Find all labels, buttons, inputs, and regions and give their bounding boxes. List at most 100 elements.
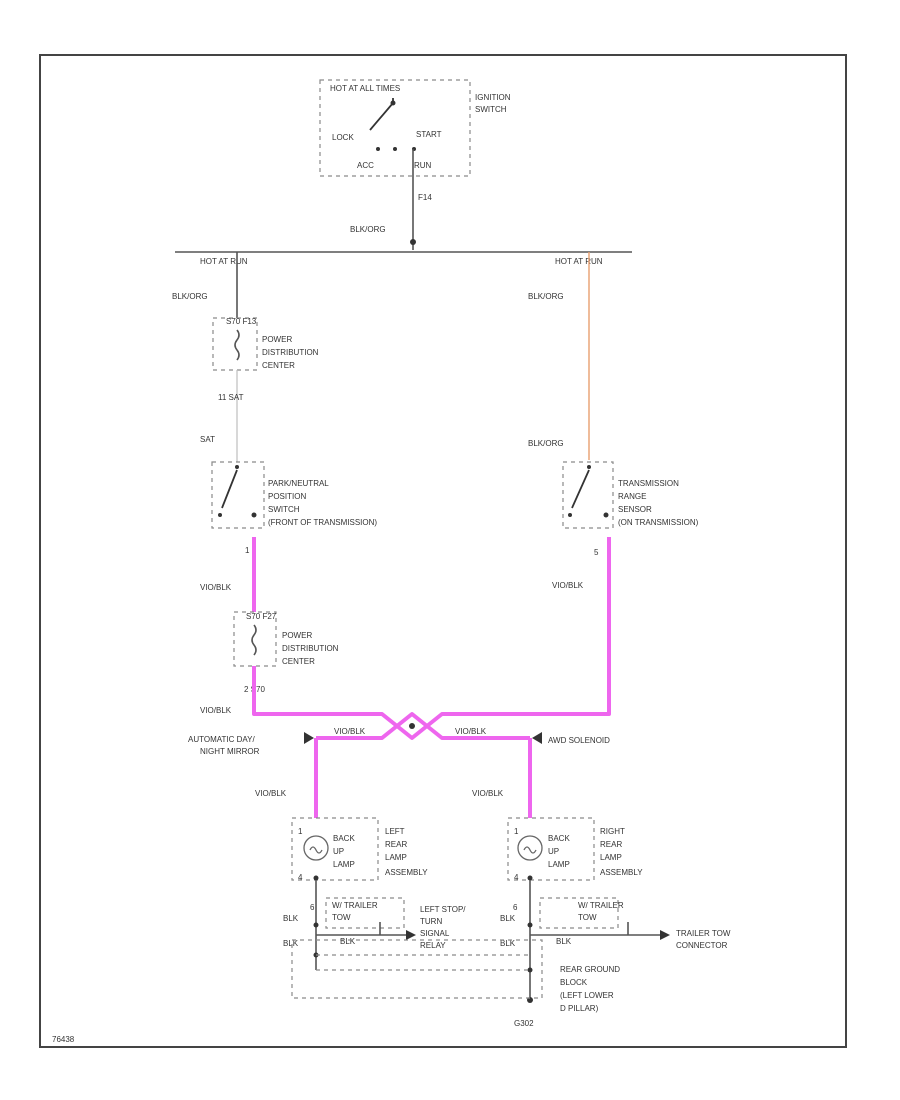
pdc-lower-name-2: DISTRIBUTION [282,644,339,653]
vio-blk-5-label: VIO/BLK [455,727,487,736]
ground-section: 6 BLK BLK W/ TRAILER TOW BLK LEFT STOP/ … [283,880,731,1028]
left-trailer-1: W/ TRAILER [332,901,378,910]
pdc-upper-pin: S70 F13 [226,317,257,326]
awd-solenoid-label: AWD SOLENOID [548,736,610,745]
trs-name-2: RANGE [618,492,646,501]
pdc-lower-pin: S70 F27 [246,612,277,621]
right-lamp-name-1: RIGHT [600,827,625,836]
trs-box [562,461,614,529]
trailer-connector-1: TRAILER TOW [676,929,731,938]
pdc-upper-name-3: CENTER [262,361,295,370]
start-label: START [416,130,442,139]
right-lamp-pin-bottom: 4 [514,873,519,882]
acc-label: ACC [357,161,374,170]
pdc-upper-name-1: POWER [262,335,292,344]
left-lamp-name-1: LEFT [385,827,405,836]
left-relay-2: TURN [420,917,442,926]
left-branch: BLK/ORG S70 F13 POWER DISTRIBUTION CENTE… [172,252,377,715]
blk-label-6: BLK [556,937,572,946]
left-lamp-name-2: REAR [385,840,407,849]
run-label: RUN [414,161,432,170]
blk-org-left-label: BLK/ORG [172,292,208,301]
pnp-name-3: SWITCH [268,505,300,514]
left-rear-lamp: 1 4 BACK UP LAMP LEFT REAR LAMP ASSEMBLY [291,817,428,882]
right-trailer-tow-box [539,897,619,929]
pin-1-label: 1 [245,546,250,555]
auto-mirror-line2: NIGHT MIRROR [200,747,260,756]
lamp-bulb-icon [303,835,329,861]
left-trailer-tow-box [325,897,405,929]
pin-6-right: 6 [513,903,518,912]
left-lamp-name-3: LAMP [385,853,407,862]
figure-id: 76438 [52,1035,75,1044]
auto-mirror-line1: AUTOMATIC DAY/ [188,735,255,744]
blk-label-1: BLK [283,914,299,923]
right-lamp-name-3: LAMP [600,853,622,862]
pin-5-label: 5 [594,548,599,557]
ground-block-4: D PILLAR) [560,1004,599,1013]
vio-blk-harness-upper [252,537,611,740]
vio-blk-harness-cross [316,712,530,740]
blk-label-5: BLK [500,939,516,948]
left-bulb-1: BACK [333,834,355,843]
right-bulb-3: LAMP [548,860,570,869]
pnp-name-4: (FRONT OF TRANSMISSION) [268,518,377,527]
left-bulb-2: UP [333,847,344,856]
blk-org-top-label: BLK/ORG [350,225,386,234]
left-bulb-3: LAMP [333,860,355,869]
blk-label-2: BLK [283,939,299,948]
blk-org-right-label: BLK/ORG [528,292,564,301]
ignition-name-line1: IGNITION [475,93,511,102]
trs-contact-icon [571,469,590,509]
hot-at-all-times-label: HOT AT ALL TIMES [330,84,400,93]
vio-blk-7-label: VIO/BLK [472,789,504,798]
trs-name-1: TRANSMISSION [618,479,679,488]
left-relay-3: SIGNAL [420,929,450,938]
left-relay-1: LEFT STOP/ [420,905,466,914]
pnp-name-1: PARK/NEUTRAL [268,479,329,488]
right-lamp-name-4: ASSEMBLY [600,868,643,877]
arrow-right-icon [660,930,670,940]
ground-harness-box [291,939,543,999]
left-lamp-name-4: ASSEMBLY [385,868,428,877]
ground-block-2: BLOCK [560,978,588,987]
lock-label: LOCK [332,133,354,142]
lamp-bulb-icon [517,835,543,861]
left-relay-4: RELAY [420,941,446,950]
arrow-right-icon [406,930,416,940]
arrow-right-icon [532,732,542,744]
vio-blk-6-label: VIO/BLK [255,789,287,798]
ignition-name-line2: SWITCH [475,105,507,114]
hot-at-run-left-label: HOT AT RUN [200,257,248,266]
pin-6-left: 6 [310,903,315,912]
splice-dot [409,723,415,729]
right-trailer-2: TOW [578,913,597,922]
ignition-contact-arm-icon [369,102,394,131]
trs-name-4: (ON TRANSMISSION) [618,518,699,527]
left-lamp-pin-top: 1 [298,827,303,836]
vio-blk-3-label: VIO/BLK [552,581,584,590]
pdc-lower-name-3: CENTER [282,657,315,666]
right-trailer-1: W/ TRAILER [578,901,624,910]
blk-label-4: BLK [500,914,516,923]
vio-blk-1-label: VIO/BLK [200,583,232,592]
pnp-switch-contact-icon [221,469,238,509]
right-bulb-1: BACK [548,834,570,843]
right-lamp-name-2: REAR [600,840,622,849]
right-lamp-pin-top: 1 [514,827,519,836]
diagram-frame [39,54,847,1048]
ground-block-1: REAR GROUND [560,965,620,974]
vio-blk-2-label: VIO/BLK [200,706,232,715]
left-lamp-pin-bottom: 4 [298,873,303,882]
left-lamp-box [291,817,379,881]
fuse-icon [234,329,240,361]
ground-block-3: (LEFT LOWER [560,991,614,1000]
ground-id-label: G302 [514,1019,534,1028]
blk-label-3: BLK [340,937,356,946]
pdc-upper-name-2: DISTRIBUTION [262,348,319,357]
vio-blk-4-label: VIO/BLK [334,727,366,736]
trs-name-3: SENSOR [618,505,652,514]
right-rear-lamp: 1 4 BACK UP LAMP RIGHT REAR LAMP ASSEMBL… [507,817,643,882]
right-lamp-box [507,817,595,881]
